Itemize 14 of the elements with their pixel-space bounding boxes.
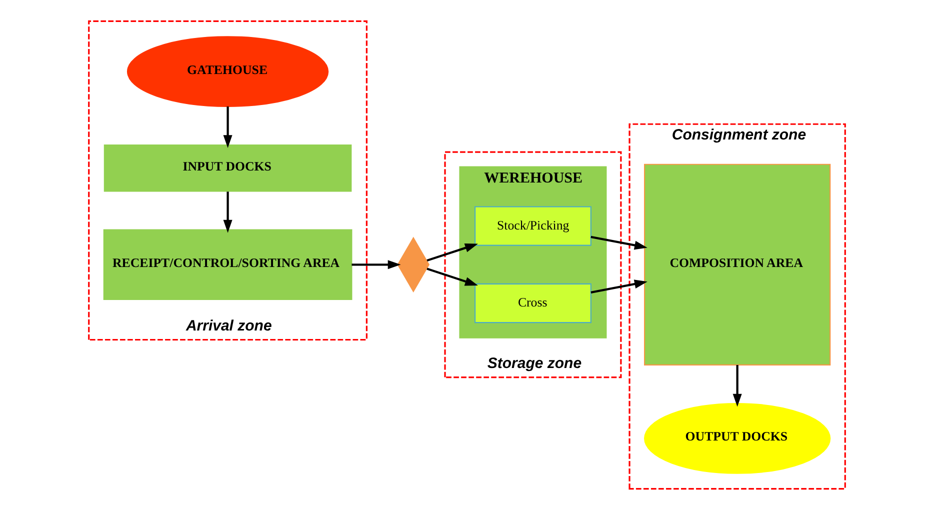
arrow xyxy=(732,364,742,407)
node-box: COMPOSITION AREA xyxy=(644,164,830,366)
arrow xyxy=(222,192,232,233)
arrow xyxy=(426,244,478,262)
arrow xyxy=(351,260,400,270)
arrow xyxy=(426,268,478,286)
node-box: Cross xyxy=(474,283,591,324)
node-ellipse: OUTPUT DOCKS xyxy=(644,403,830,474)
node-box: INPUT DOCKS xyxy=(103,144,352,192)
node-box: Stock/Picking xyxy=(474,206,591,246)
node-diamond xyxy=(396,236,430,293)
node-ellipse: GATEHOUSE xyxy=(126,36,328,107)
node-box: RECEIPT/CONTROL/SORTING AREA xyxy=(102,229,352,300)
arrow xyxy=(222,106,232,148)
